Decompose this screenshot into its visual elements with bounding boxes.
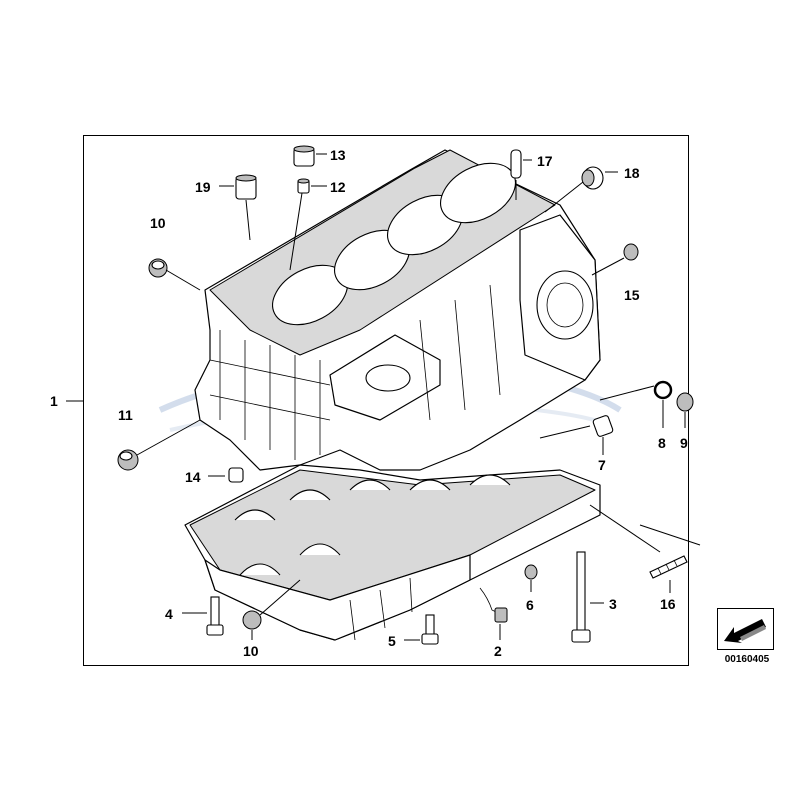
part-8-ring [653,380,673,400]
callout-4: 4 [165,606,173,622]
part-5-bolt [421,614,439,645]
engine-block-drawing [184,149,601,641]
part-3-bolt [571,551,591,643]
part-11-plug [117,449,139,471]
callout-12: 12 [330,179,346,195]
callout-10-upper: 10 [150,215,166,231]
callout-6: 6 [526,597,534,613]
callout-14: 14 [185,469,201,485]
reference-number: 00160405 [724,654,770,665]
part-19-sleeve [235,174,257,200]
callout-7: 7 [598,457,606,473]
part-17-pin [510,149,522,179]
callout-8: 8 [658,435,666,451]
arrow-icon [724,619,766,643]
callout-16: 16 [660,596,676,612]
part-14-sleeve [228,467,244,483]
callout-13: 13 [330,147,346,163]
part-9-plug [676,392,694,412]
callout-2: 2 [494,643,502,659]
callout-3: 3 [609,596,617,612]
callout-17: 17 [537,153,553,169]
part-7-sleeve [592,415,614,437]
callout-10-lower: 10 [243,643,259,659]
part-6-plug [524,564,538,580]
part-13-sleeve [293,145,315,167]
part-10-plug-upper [148,258,168,278]
callout-5: 5 [388,633,396,649]
callout-1: 1 [50,393,58,409]
callout-9: 9 [680,435,688,451]
callout-11: 11 [118,407,133,423]
part-18-plug [581,166,604,190]
part-10-plug-lower [242,610,262,630]
callout-19: 19 [195,179,211,195]
part-4-bolt [206,596,224,636]
reference-arrow-box [717,608,774,650]
part-16-stud [649,555,688,579]
part-2-nozzle [479,587,508,623]
part-12-dowel [297,178,310,194]
callout-18: 18 [624,165,640,181]
callout-15: 15 [624,287,640,303]
part-15-plug [623,243,639,261]
